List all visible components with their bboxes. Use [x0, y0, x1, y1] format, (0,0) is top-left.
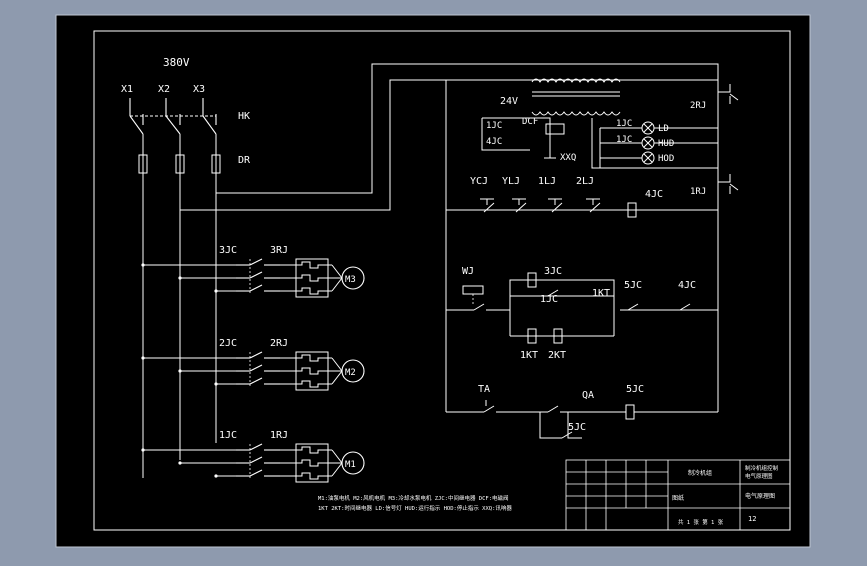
coil-3jc — [527, 272, 537, 288]
indicator-panel — [481, 117, 718, 169]
qa-button — [540, 405, 568, 413]
title-bottom-note: 共 1 张 第 1 张 — [678, 518, 724, 526]
switch-label: HK — [238, 111, 250, 122]
coil-3jc-label: 3JC — [544, 266, 562, 277]
relay-1rj: 1RJ — [690, 187, 706, 197]
ta-label: TA — [478, 384, 490, 395]
phase-label-x3: X3 — [193, 84, 205, 95]
control-rails — [445, 70, 719, 412]
title-mid: 图纸 — [672, 494, 684, 502]
wj-label: WJ — [462, 266, 474, 277]
motor-m2 — [341, 359, 365, 383]
drawing-number: 电气原理图 — [745, 492, 775, 500]
control-row-3: TA QA 5JC 5JC — [446, 384, 718, 439]
coil-2kt — [553, 328, 563, 344]
side-relay-contacts — [718, 84, 739, 194]
control-row-1: YCJ YLJ 1LJ 2LJ 4JC — [446, 176, 718, 218]
contact-4jc-row2 — [672, 303, 700, 311]
motor-label-m1: M1 — [345, 460, 356, 470]
contactor-label-2jc: 2JC — [219, 338, 237, 349]
row1-label-ycj: YCJ — [470, 176, 488, 187]
contact-1jc-row2 — [540, 289, 568, 297]
lamp-ld: LD — [658, 124, 669, 134]
control-row-2: WJ 3JC 1JC 1KT 1KT 2KT 5JC 4JC — [446, 266, 718, 361]
contact-left-2: 4JC — [486, 137, 502, 147]
motor-m1 — [341, 451, 365, 475]
row1-contact-1lj — [548, 198, 563, 213]
row1-coil-label: 4JC — [645, 189, 663, 200]
row1-contact-2lj — [586, 198, 601, 213]
contactor-label-3jc: 3JC — [219, 245, 237, 256]
relay-label-3rj: 3RJ — [270, 245, 288, 256]
contact-right-2: 1JC — [616, 135, 632, 145]
phase-label-x1: X1 — [121, 84, 133, 95]
row1-label-ylj: YLJ — [502, 176, 520, 187]
contactor-label-1jc: 1JC — [219, 430, 237, 441]
transformer — [531, 78, 621, 116]
motor-label-m3: M3 — [345, 275, 356, 285]
wj-contact — [466, 303, 494, 311]
coil-1kt — [527, 328, 537, 344]
row1-label-2lj: 2LJ — [576, 176, 594, 187]
coil-5jc — [625, 404, 635, 420]
contact-4jc-label: 4JC — [678, 280, 696, 291]
motor-m3 — [341, 266, 365, 290]
relay-label-2rj: 2RJ — [270, 338, 288, 349]
motor-branch-m1: M1 1JC 1RJ — [141, 430, 365, 483]
holding-5jc-label: 5JC — [568, 422, 586, 433]
note-line-2: 1KT 2KT:时间继电器 LD:信号灯 HUD:运行指示 HOD:停止指示 X… — [318, 504, 512, 512]
contact-right-1: 1JC — [616, 119, 632, 129]
contact-5jc-label: 5JC — [624, 280, 642, 291]
row1-label-1lj: 1LJ — [538, 176, 556, 187]
qa-label: QA — [582, 390, 594, 401]
title-left: 制冷机组 — [688, 469, 712, 477]
row1-contact-ylj — [512, 198, 527, 213]
contact-left-1: 1JC — [486, 121, 502, 131]
transformer-voltage: 24V — [500, 96, 518, 107]
lamp-hod: HOD — [658, 154, 674, 164]
contact-1jc-label: 1JC — [540, 294, 558, 305]
ta-button — [476, 405, 504, 413]
voltage-label: 380V — [163, 56, 190, 69]
lamp-hud: HUD — [658, 139, 674, 149]
relay-2rj: 2RJ — [690, 101, 706, 111]
title-right: 制冷机组控制 — [745, 464, 779, 472]
coil-2kt-label: 2KT — [548, 350, 566, 361]
phase-label-x2: X2 — [158, 84, 170, 95]
title-block — [565, 459, 791, 531]
timer-1kt-label: 1KT — [592, 288, 610, 299]
contact-5jc-row2 — [620, 303, 648, 311]
xxq-label: XXQ — [560, 153, 576, 163]
coil-4jc — [627, 202, 637, 218]
motor-label-m2: M2 — [345, 368, 356, 378]
knife-switch — [129, 98, 217, 135]
relay-label-1rj: 1RJ — [270, 430, 288, 441]
coil-5jc-label: 5JC — [626, 384, 644, 395]
row1-contact-ycj — [480, 198, 495, 213]
title-right-sub: 电气原理图 — [745, 472, 773, 480]
holding-5jc — [554, 431, 582, 439]
coil-1kt-label: 1KT — [520, 350, 538, 361]
sheet-number: 12 — [748, 515, 756, 523]
motor-branch-m3: M3 3JC 3RJ — [141, 245, 365, 298]
fuses — [138, 134, 221, 478]
fuse-label: DR — [238, 155, 251, 166]
motor-branch-m2: M2 2JC 2RJ — [141, 338, 365, 391]
dcf-label: DCF — [522, 117, 538, 127]
note-line-1: M1:油泵电机 M2:风机电机 M3:冷却水泵电机 ZJC:中间继电器 DCF:… — [318, 494, 509, 502]
